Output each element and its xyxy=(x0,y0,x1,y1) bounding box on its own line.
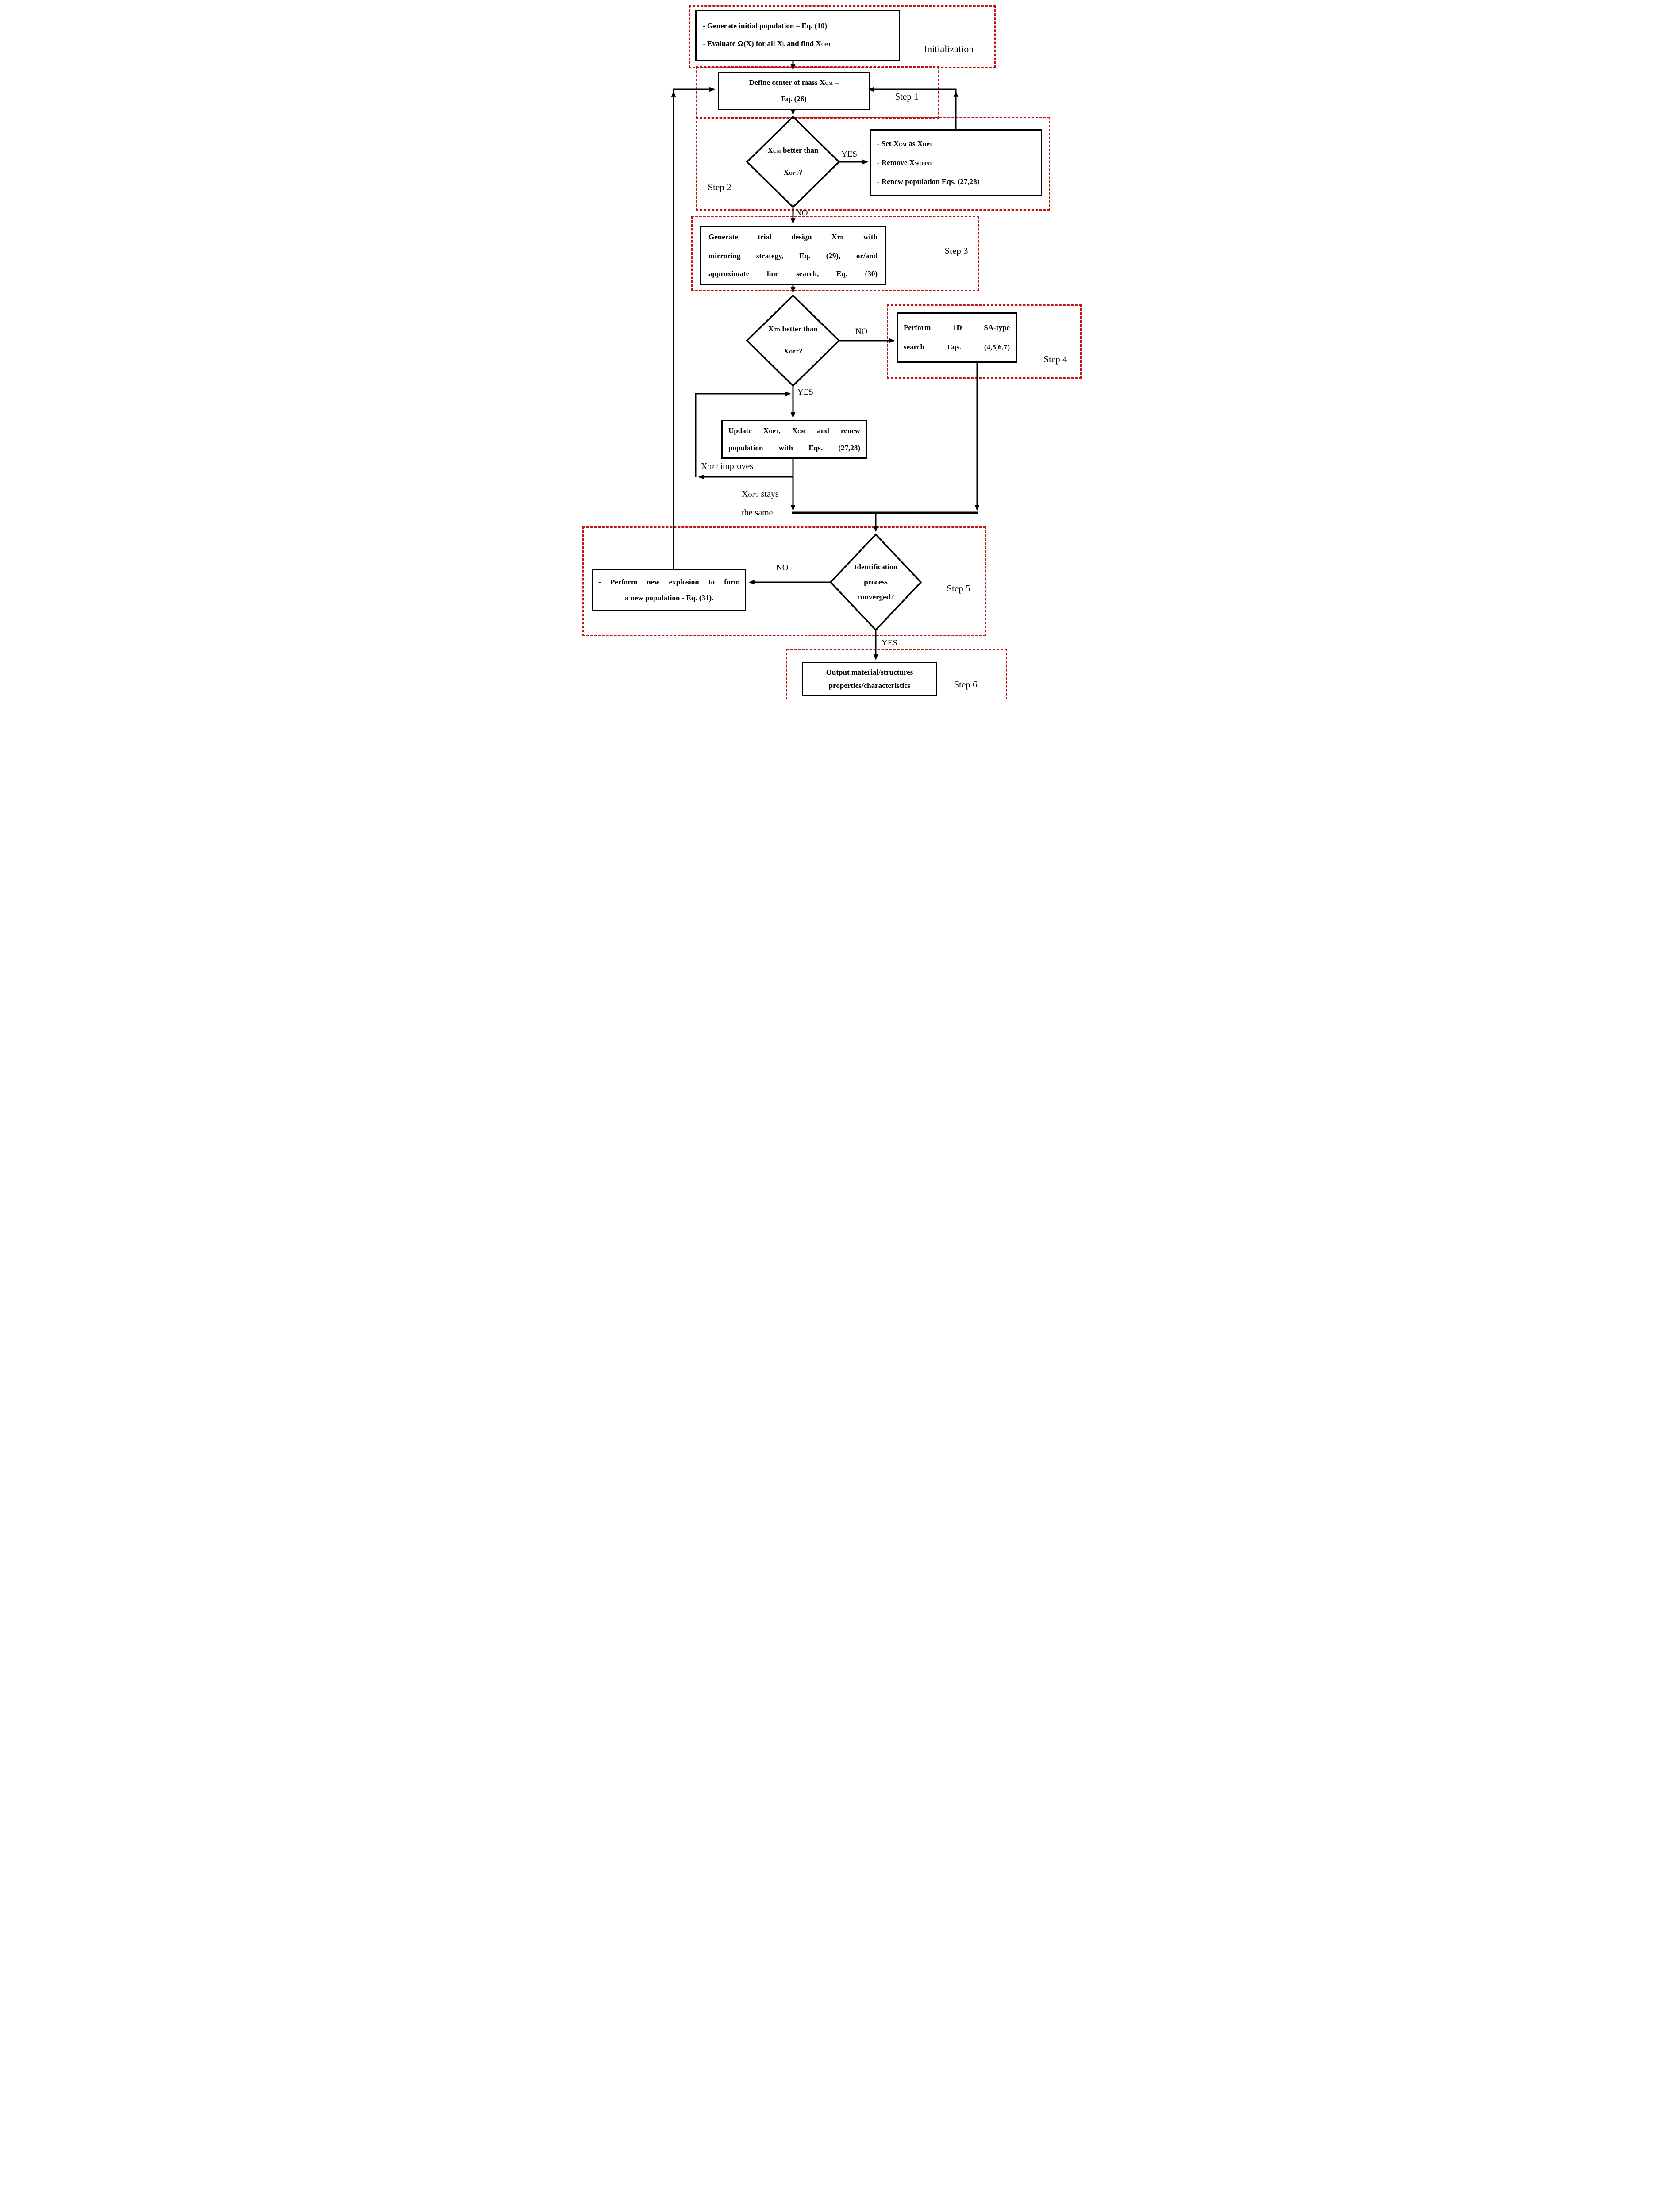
init-line-2: - Evaluate Ω(X) for all Xk and find XOPT xyxy=(703,39,832,48)
trial-line-1: Generate trial design XTR with xyxy=(708,233,878,241)
step1-line-2: Eq. (26) xyxy=(781,95,807,103)
xopt-improves-label: XOPT improves xyxy=(701,461,754,471)
decision1-line-1: XCM better than xyxy=(767,146,819,154)
sa-type-search-box: Perform 1D SA-type search Eqs. (4,5,6,7) xyxy=(897,312,1017,363)
output-properties-box: Output material/structures properties/ch… xyxy=(802,662,937,696)
renew-line-3: - Renew population Eqs. (27,28) xyxy=(877,177,980,186)
step6-label: Step 6 xyxy=(954,679,978,690)
step3-label: Step 3 xyxy=(944,246,968,256)
decision1-yes-label: YES xyxy=(841,150,857,159)
define-center-of-mass-box: Define center of mass XCM – Eq. (26) xyxy=(718,72,870,110)
decision3-line-3: converged? xyxy=(857,593,894,601)
step4-label: Step 4 xyxy=(1043,354,1067,365)
step2-region xyxy=(696,117,1050,211)
update-line-2: population with Eqs. (27,28) xyxy=(728,443,860,452)
decision1-no-label: NO xyxy=(796,208,808,218)
output-line-1: Output material/structures xyxy=(826,668,913,676)
decision2-no-label: NO xyxy=(855,327,868,336)
step5-region xyxy=(582,526,986,636)
renew-line-2: - Remove XWORST xyxy=(877,158,933,167)
decision-converged-diamond xyxy=(829,533,922,631)
new-explosion-box: - Perform new explosion to form a new po… xyxy=(592,569,746,611)
generate-initial-population-box: - Generate initial population – Eq. (10)… xyxy=(695,10,900,61)
decision1-line-2: XOPT? xyxy=(783,168,803,177)
trial-line-3: approximate line search, Eq. (30) xyxy=(708,269,878,278)
decision3-line-2: process xyxy=(864,578,888,586)
decision-xcm-better-diamond xyxy=(746,115,840,208)
step2-label: Step 2 xyxy=(708,182,731,192)
init-line-1: - Generate initial population – Eq. (10) xyxy=(703,22,827,30)
arrow-improves-loop-top xyxy=(695,391,791,477)
explosion-line-1: - Perform new explosion to form xyxy=(598,577,740,586)
arrow-loop-explosion-to-step1 xyxy=(673,87,716,569)
decision3-text: Identification process converged? xyxy=(832,551,920,613)
output-line-2: properties/characteristics xyxy=(828,681,911,690)
decision1-text: XCM better than XOPT? xyxy=(747,127,839,196)
step1-line-1: Define center of mass XCM – xyxy=(749,78,839,87)
decision2-line-2: XOPT? xyxy=(783,347,803,355)
trial-line-2: mirroring strategy, Eq. (29), or/and xyxy=(708,252,878,260)
explosion-line-2: a new population - Eq. (31). xyxy=(624,593,714,602)
step3-region xyxy=(691,216,979,291)
renew-population-box: - Set XCM as XOPT - Remove XWORST - Rene… xyxy=(870,129,1042,196)
decision3-line-1: Identification xyxy=(854,563,898,571)
decision-xtr-better-diamond xyxy=(746,294,840,387)
decision3-yes-label: YES xyxy=(882,638,897,648)
arrow-loop-renew-to-step1 xyxy=(868,87,957,129)
initialization-label: Initialization xyxy=(924,43,974,54)
step6-region xyxy=(786,649,1007,699)
flowchart: - Generate initial population – Eq. (10)… xyxy=(577,0,1086,699)
decision3-no-label: NO xyxy=(776,563,789,572)
decision2-text: XTR better than XOPT? xyxy=(747,306,839,375)
renew-line-1: - Set XCM as XOPT xyxy=(877,139,933,148)
xopt-stays-label: XOPT stays xyxy=(742,489,779,499)
sa-line-1: Perform 1D SA-type xyxy=(904,323,1010,332)
the-same-label: the same xyxy=(742,508,773,518)
sa-line-2: search Eqs. (4,5,6,7) xyxy=(904,343,1010,351)
step1-label: Step 1 xyxy=(895,91,919,102)
step5-label: Step 5 xyxy=(947,583,970,594)
decision2-line-1: XTR better than xyxy=(768,325,818,333)
update-population-box: Update XOPT, XCM and renew population wi… xyxy=(721,420,867,459)
decision2-yes-label: YES xyxy=(797,388,813,397)
update-line-1: Update XOPT, XCM and renew xyxy=(728,426,860,435)
connector-layer xyxy=(671,59,980,661)
generate-trial-design-box: Generate trial design XTR with mirroring… xyxy=(700,226,886,285)
step4-region xyxy=(887,304,1082,379)
